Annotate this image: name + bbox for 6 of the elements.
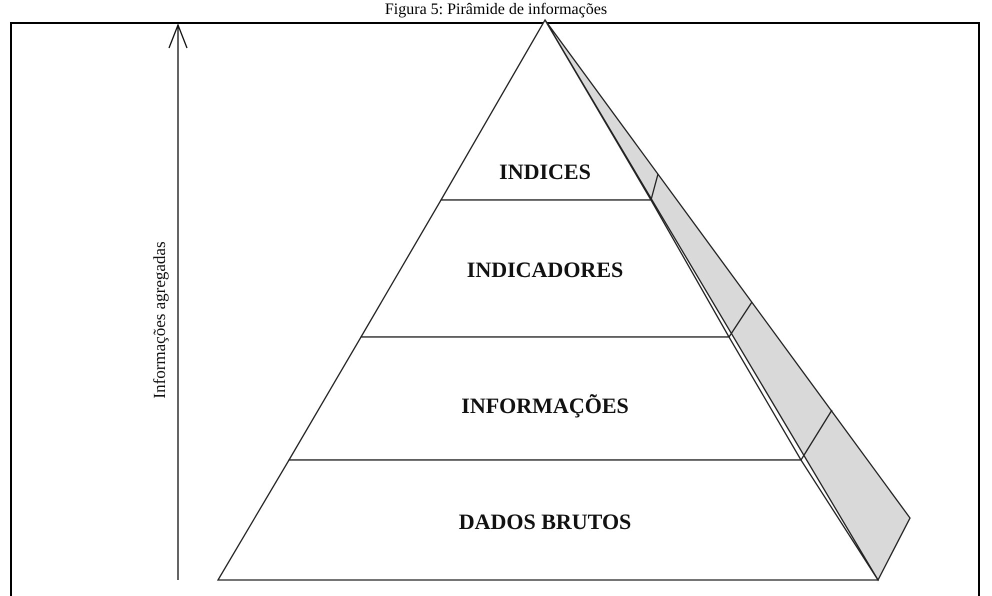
axis-label: Informações agregadas [150,241,170,399]
figure-title: Figura 5: Pirâmide de informações [384,1,608,19]
level-label: DADOS BRUTOS [458,509,632,535]
level-label: INDICADORES [466,257,624,283]
level-label: INFORMAÇÕES [461,393,629,419]
level-label: INDICES [499,159,591,185]
